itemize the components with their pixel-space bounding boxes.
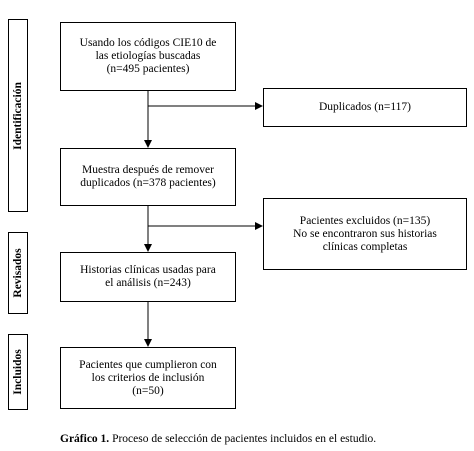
box-included-line-2: los criterios de inclusión [91, 371, 205, 384]
figure-caption: Gráfico 1. Proceso de selección de pacie… [60, 433, 376, 445]
box-after-removal-line-2: duplicados (n=378 pacientes) [80, 177, 216, 189]
box-reviewed-line-1: Historias clínicas usadas para [80, 264, 216, 276]
box-after-removal: Muestra después de remover duplicados (n… [60, 148, 236, 206]
box-duplicates-line-1: Duplicados (n=117) [319, 101, 411, 113]
box-search-line-2: las etiologías buscadas [95, 50, 201, 62]
box-reviewed-line-2: el análisis (n=243) [105, 277, 191, 289]
box-search: Usando los códigos CIE10 de las etiologí… [60, 22, 236, 91]
box-excluded-line-2: No se encontraron sus historias [293, 227, 437, 240]
box-after-removal-line-1: Muestra después de remover [82, 164, 214, 176]
box-included-line-3: (n=50) [132, 384, 164, 397]
phase-incluidos: Incluidos [8, 334, 28, 410]
box-excluded: Pacientes excluidos (n=135) No se encont… [263, 198, 467, 270]
figure-caption-label: Gráfico 1. [60, 433, 110, 445]
box-duplicates: Duplicados (n=117) [263, 88, 467, 127]
phase-revisados-label: Revisados [12, 248, 24, 298]
box-search-line-1: Usando los códigos CIE10 de [79, 37, 217, 49]
box-search-line-3: (n=495 pacientes) [106, 63, 190, 75]
box-included: Pacientes que cumplieron con los criteri… [60, 347, 236, 409]
box-excluded-line-1: Pacientes excluidos (n=135) [299, 214, 431, 227]
figure-caption-text: Proceso de selección de pacientes inclui… [112, 433, 377, 445]
phase-identificacion: Identificación [8, 19, 28, 212]
box-reviewed: Historias clínicas usadas para el anális… [60, 252, 236, 302]
phase-incluidos-label: Incluidos [12, 349, 24, 395]
box-excluded-line-3: clínicas completas [322, 240, 408, 253]
phase-identificacion-label: Identificación [12, 81, 24, 150]
phase-revisados: Revisados [8, 232, 28, 314]
box-included-line-1: Pacientes que cumplieron con [79, 358, 217, 371]
